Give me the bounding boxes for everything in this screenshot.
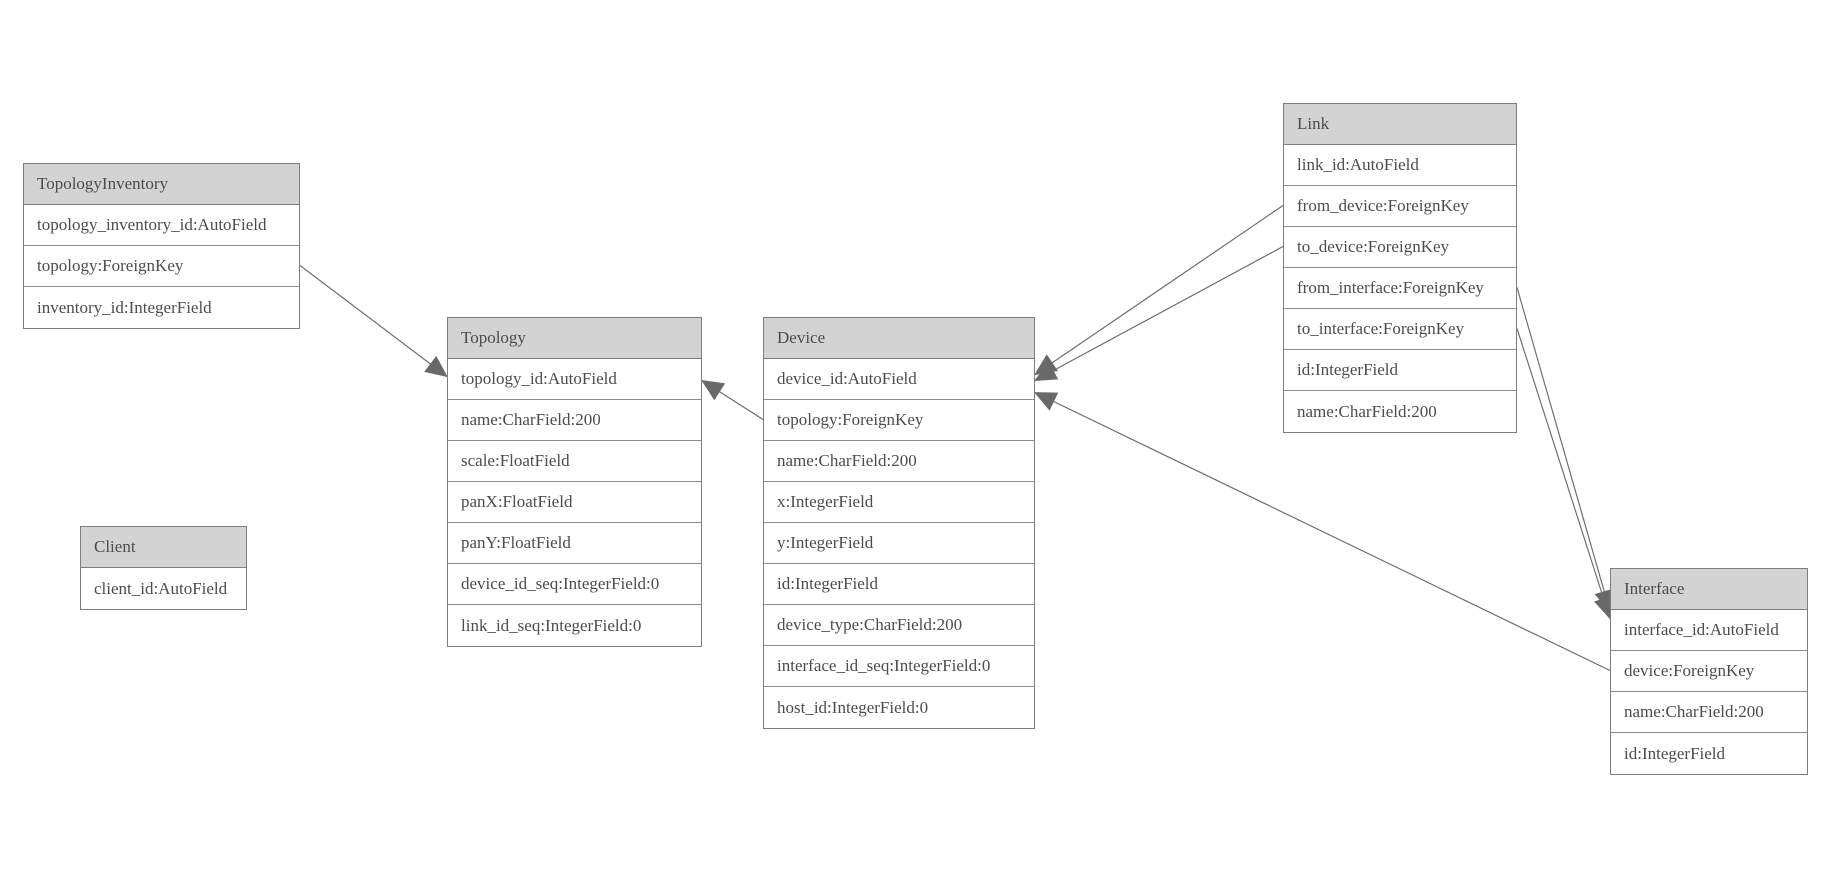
- field-row: inventory_id:IntegerField: [24, 287, 299, 328]
- field-row: name:CharField:200: [1284, 391, 1516, 432]
- field-row: device_type:CharField:200: [764, 605, 1034, 646]
- entity-title-client[interactable]: Client: [81, 527, 246, 568]
- field-row: id:IntegerField: [1284, 350, 1516, 391]
- relation-link-from-device-fk: [1034, 205, 1284, 376]
- field-row: x:IntegerField: [764, 482, 1034, 523]
- field-row: name:CharField:200: [764, 441, 1034, 482]
- field-row: to_device:ForeignKey: [1284, 227, 1516, 268]
- field-row: device_id_seq:IntegerField:0: [448, 564, 701, 605]
- field-row: client_id:AutoField: [81, 568, 246, 609]
- relation-interface-device-fk: [1034, 391, 1611, 672]
- field-row: panY:FloatField: [448, 523, 701, 564]
- entity-title-topology[interactable]: Topology: [448, 318, 701, 359]
- field-row: host_id:IntegerField:0: [764, 687, 1034, 728]
- field-row: topology_inventory_id:AutoField: [24, 205, 299, 246]
- relation-link-to-interface-fk: [1516, 328, 1614, 620]
- relation-link-to-device-fk: [1034, 245, 1284, 382]
- relation-device-topology-fk: [701, 379, 764, 421]
- field-row: id:IntegerField: [764, 564, 1034, 605]
- field-row: y:IntegerField: [764, 523, 1034, 564]
- entity-title-device[interactable]: Device: [764, 318, 1034, 359]
- field-row: name:CharField:200: [448, 400, 701, 441]
- field-row: to_interface:ForeignKey: [1284, 309, 1516, 350]
- field-row: device_id:AutoField: [764, 359, 1034, 400]
- relation-topologyinventory-topology-fk: [299, 265, 448, 378]
- entity-title-topology-inventory[interactable]: TopologyInventory: [24, 164, 299, 205]
- entity-title-interface[interactable]: Interface: [1611, 569, 1807, 610]
- field-row: link_id:AutoField: [1284, 145, 1516, 186]
- field-row: scale:FloatField: [448, 441, 701, 482]
- entity-title-link[interactable]: Link: [1284, 104, 1516, 145]
- field-row: topology_id:AutoField: [448, 359, 701, 400]
- field-row: link_id_seq:IntegerField:0: [448, 605, 701, 646]
- field-row: interface_id:AutoField: [1611, 610, 1807, 651]
- field-row: topology:ForeignKey: [764, 400, 1034, 441]
- field-row: from_interface:ForeignKey: [1284, 268, 1516, 309]
- field-row: id:IntegerField: [1611, 733, 1807, 774]
- field-row: interface_id_seq:IntegerField:0: [764, 646, 1034, 687]
- field-row: topology:ForeignKey: [24, 246, 299, 287]
- field-row: from_device:ForeignKey: [1284, 186, 1516, 227]
- relation-link-from-interface-fk: [1516, 287, 1614, 613]
- field-row: panX:FloatField: [448, 482, 701, 523]
- field-row: name:CharField:200: [1611, 692, 1807, 733]
- field-row: device:ForeignKey: [1611, 651, 1807, 692]
